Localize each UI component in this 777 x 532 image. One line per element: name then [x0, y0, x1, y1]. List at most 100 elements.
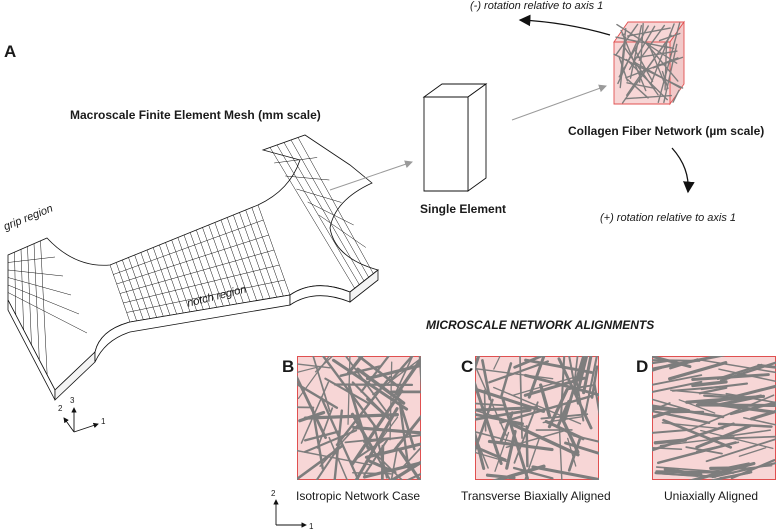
collagen-network-label: Collagen Fiber Network (µm scale) — [568, 124, 765, 138]
fiber — [355, 438, 386, 460]
fiber — [339, 365, 381, 378]
fiber — [625, 57, 679, 79]
fiber — [487, 439, 554, 452]
fiber — [390, 443, 399, 480]
fiber — [619, 36, 627, 89]
fiber — [393, 414, 421, 452]
fiber — [500, 362, 513, 398]
mesh-line — [116, 234, 269, 285]
fiber — [377, 416, 399, 444]
microscale-heading: MICROSCALE NETWORK ALIGNMENTS — [426, 318, 655, 332]
mesh-line — [283, 142, 365, 282]
fiber — [574, 375, 585, 422]
fiber — [324, 377, 371, 405]
fiber — [743, 417, 776, 426]
fiber — [499, 411, 514, 443]
fiber — [582, 356, 593, 395]
fiber — [717, 422, 773, 428]
mesh-line — [7, 292, 88, 334]
fiber — [347, 356, 351, 425]
mesh-line — [40, 240, 48, 376]
fiber — [475, 431, 536, 449]
mesh-to-element-arrow — [329, 160, 413, 191]
micro-axis-triad — [273, 499, 307, 528]
fiber — [475, 367, 554, 380]
fiber — [475, 408, 532, 421]
mesh-line — [307, 201, 354, 226]
fiber — [512, 466, 554, 480]
fiber — [584, 356, 598, 414]
fiber — [593, 381, 599, 418]
micro-axis-1-label: 1 — [309, 522, 314, 531]
fiber — [303, 429, 358, 453]
fiber — [390, 356, 414, 382]
fiber — [691, 380, 728, 388]
fiber — [297, 356, 330, 399]
fiber — [519, 356, 523, 439]
negative-rotation-label: (-) rotation relative to axis 1 — [470, 0, 604, 12]
fiber — [297, 444, 344, 480]
fiber — [652, 409, 711, 425]
single-element-label: Single Element — [420, 202, 507, 216]
caption-uniaxial: Uniaxially Aligned — [664, 489, 759, 503]
fiber — [718, 368, 776, 383]
mesh-line — [113, 219, 264, 275]
collagen-network-cube — [613, 20, 685, 106]
fiber — [405, 472, 421, 480]
micro-axis-2-label: 2 — [271, 489, 276, 498]
fiber — [297, 374, 327, 440]
fiber — [352, 425, 421, 435]
fiber — [505, 429, 567, 449]
fiber — [418, 356, 421, 393]
fiber — [523, 373, 599, 397]
mesh-line — [7, 269, 64, 277]
fiber — [372, 449, 391, 480]
fiber — [297, 365, 324, 374]
fiber — [652, 398, 690, 411]
fiber — [531, 465, 599, 480]
fiber — [316, 407, 334, 449]
mesh-line — [33, 243, 40, 361]
mesh-line — [126, 279, 285, 313]
fiber — [485, 473, 516, 480]
fiber — [634, 50, 678, 59]
isotropic-network-image — [297, 356, 421, 480]
fiber — [698, 386, 728, 395]
fiber — [619, 27, 627, 79]
fiber — [297, 363, 331, 369]
fiber — [669, 358, 699, 370]
mesh-line — [318, 214, 366, 248]
fiber — [475, 428, 486, 471]
fiber — [398, 399, 410, 471]
mesh-line — [14, 252, 17, 316]
fiber — [356, 367, 406, 405]
fiber — [668, 361, 728, 381]
fiber — [510, 422, 580, 457]
fiber — [488, 360, 549, 384]
fiber — [475, 398, 494, 455]
panel-letter-a: A — [4, 42, 17, 61]
positive-rotation-arrow — [671, 147, 695, 194]
fiber — [475, 379, 503, 466]
fiber — [475, 356, 481, 372]
uniaxial-network-image — [652, 356, 776, 480]
fiber — [401, 446, 421, 469]
fiber — [716, 363, 763, 381]
fiber — [661, 422, 724, 430]
fiber — [652, 374, 703, 386]
macro-axis-1-label: 1 — [101, 417, 106, 426]
fiber — [563, 356, 586, 422]
fiber — [557, 357, 593, 430]
fiber — [303, 413, 399, 420]
fiber — [346, 356, 365, 375]
fiber — [315, 447, 340, 480]
fiber — [626, 27, 671, 37]
fiber — [527, 356, 546, 399]
fiber — [652, 428, 692, 434]
fiber — [505, 429, 517, 470]
fiber — [695, 441, 740, 453]
fiber — [398, 400, 416, 451]
fiber — [493, 356, 501, 370]
macro-axis-3-label: 3 — [70, 396, 75, 405]
